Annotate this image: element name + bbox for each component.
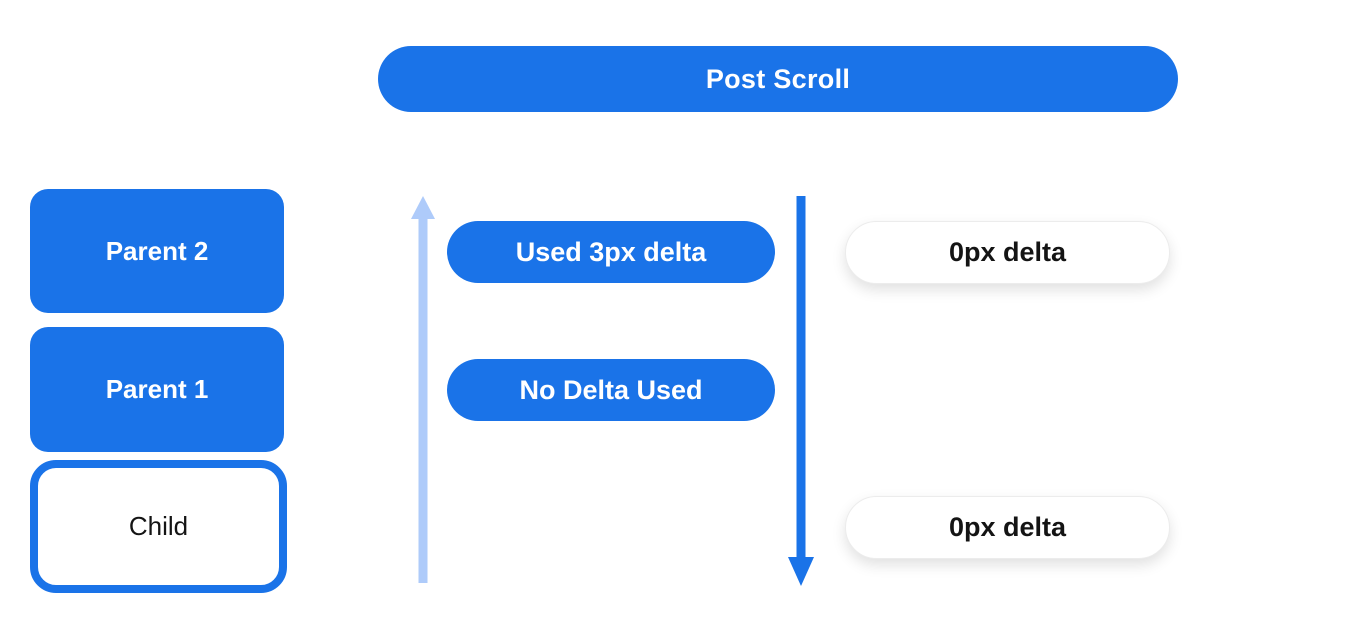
- scroll-down-arrow-icon: [788, 196, 814, 586]
- used-3px-delta-label: Used 3px delta: [515, 236, 707, 267]
- zero-delta-top-label: 0px delta: [948, 237, 1067, 267]
- zero-delta-top-pill: 0px delta: [845, 221, 1170, 284]
- parent1-node: Parent 1: [30, 327, 284, 452]
- child-node: Child: [30, 460, 287, 593]
- no-delta-used-label: No Delta Used: [519, 374, 703, 405]
- post-scroll-banner: Post Scroll: [378, 46, 1178, 112]
- child-node-label: Child: [128, 511, 189, 541]
- parent1-node-label: Parent 1: [105, 374, 209, 404]
- used-3px-delta-pill: Used 3px delta: [447, 221, 775, 283]
- parent2-node: Parent 2: [30, 189, 284, 313]
- scroll-up-arrow-icon: [411, 196, 435, 583]
- no-delta-used-pill: No Delta Used: [447, 359, 775, 421]
- zero-delta-bottom-label: 0px delta: [948, 512, 1067, 542]
- post-scroll-banner-label: Post Scroll: [705, 63, 851, 94]
- parent2-node-label: Parent 2: [105, 235, 209, 266]
- zero-delta-bottom-pill: 0px delta: [845, 496, 1170, 559]
